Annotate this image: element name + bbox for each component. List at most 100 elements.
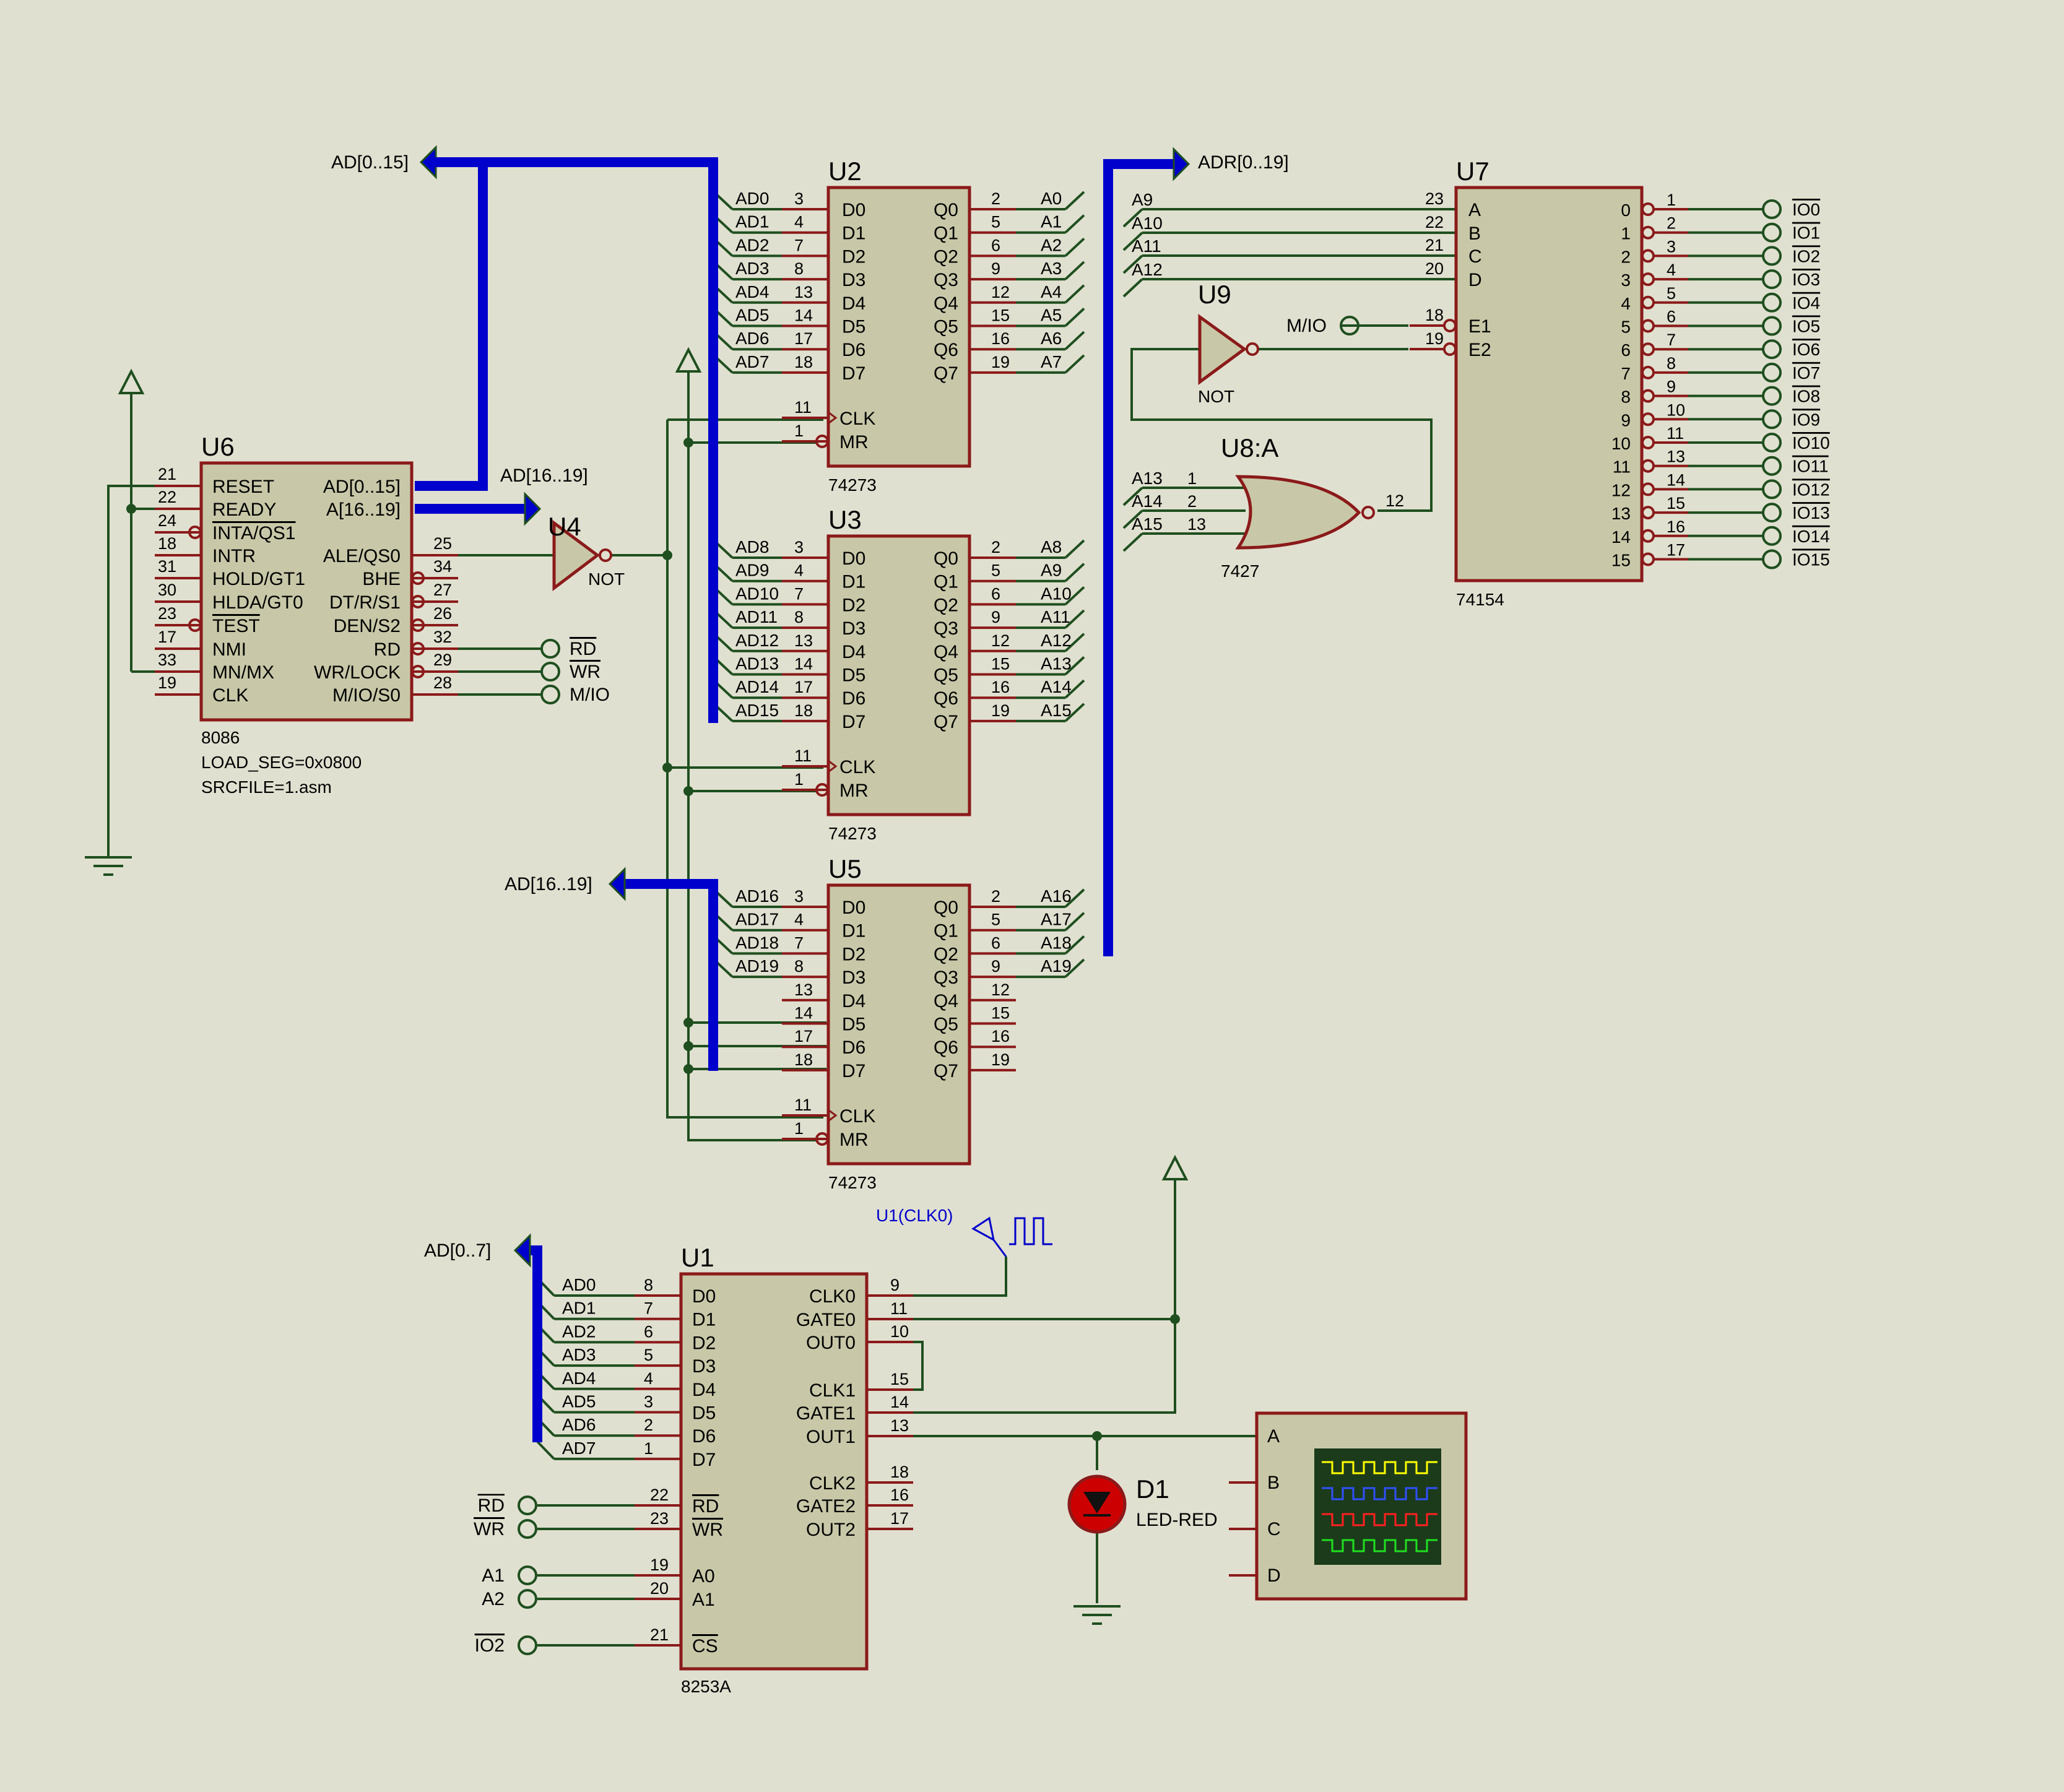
terminal-rd-icon[interactable] (540, 639, 560, 659)
u1-part: 8253A (681, 1677, 731, 1696)
terminal-io-icon[interactable] (1762, 456, 1782, 476)
scope-channel-label: D (1267, 1565, 1281, 1586)
gate-vcc-wire (913, 1179, 1176, 1414)
terminal-mio-icon[interactable] (1340, 316, 1359, 335)
pin-name: 14 (1611, 527, 1631, 547)
terminal-rd-icon[interactable] (518, 1495, 537, 1515)
terminal-io-icon[interactable] (1762, 386, 1782, 406)
pin-number: 3 (644, 1393, 653, 1411)
terminal-label: RD (570, 639, 596, 659)
pin-number: 4 (794, 213, 804, 232)
pin-name: Q6 (934, 1037, 958, 1058)
pin-name: RD (374, 639, 401, 660)
inversion-bubble (1641, 249, 1655, 263)
scope-screen (1314, 1448, 1441, 1565)
pin-name: Q1 (934, 921, 958, 941)
net-label: AD3 (562, 1345, 596, 1364)
bus-ad16-19 (619, 879, 718, 1071)
pin-number: 18 (794, 353, 813, 371)
pin-name: 0 (1621, 201, 1631, 220)
pin-number: 20 (650, 1579, 669, 1598)
bus-entry (1064, 586, 1085, 605)
net-label: A12 (1041, 631, 1072, 650)
pin-number: 23 (158, 604, 176, 623)
net-label: A10 (1132, 214, 1163, 233)
terminal-io-icon[interactable] (1762, 503, 1782, 523)
pin-name: OUT2 (806, 1520, 856, 1540)
net-label: AD7 (735, 352, 769, 371)
u6-8086-body[interactable] (199, 461, 414, 722)
pin-number: 31 (158, 557, 176, 576)
pin-number: 18 (794, 1050, 813, 1069)
pin-name: 13 (1611, 504, 1631, 523)
terminal-io-icon[interactable] (1762, 526, 1782, 546)
pin-name: CLK (839, 1106, 875, 1127)
pin-number: 21 (158, 465, 176, 483)
pin-name: D0 (842, 548, 865, 569)
terminal-io2-icon[interactable] (518, 1635, 537, 1655)
bus-entry (1064, 563, 1085, 582)
pin-number: 34 (433, 557, 452, 576)
pin-name: TEST (212, 616, 260, 636)
terminal-io-icon[interactable] (1762, 409, 1782, 430)
terminal-label: IO8 (1792, 387, 1820, 406)
pin-name: D1 (692, 1310, 716, 1330)
latch-u5-body[interactable] (826, 883, 971, 1166)
terminal-io-icon[interactable] (1762, 269, 1782, 290)
terminal-io-icon[interactable] (1762, 339, 1782, 360)
pin-name: ALE/QS0 (323, 546, 401, 566)
u8-nor-gate[interactable] (1235, 475, 1361, 550)
terminal-io-icon[interactable] (1762, 433, 1782, 452)
terminal-io-icon[interactable] (1762, 246, 1782, 266)
u7-74154-body[interactable] (1454, 186, 1644, 582)
u9-ref: U9 (1198, 280, 1231, 309)
u1-8253-body[interactable] (679, 1272, 869, 1671)
bus-entry (1064, 656, 1085, 675)
terminal-a2-icon[interactable] (518, 1589, 537, 1609)
terminal-io-icon[interactable] (1762, 222, 1782, 243)
pin-number: 22 (1425, 213, 1444, 232)
terminal-io-icon[interactable] (1762, 479, 1782, 500)
bus-label: AD[16..19] (500, 465, 588, 486)
terminal-wr-icon[interactable] (540, 662, 560, 682)
pin-number: 26 (433, 604, 452, 623)
terminal-io-icon[interactable] (1762, 199, 1782, 219)
latch-u3-body[interactable] (826, 534, 971, 816)
pin-number: 30 (158, 581, 176, 599)
pin-name: Q5 (934, 665, 958, 686)
terminal-label: WR (570, 662, 601, 682)
pin-name: DT/R/S1 (329, 592, 401, 613)
terminal-a1-icon[interactable] (518, 1565, 537, 1585)
net-label: AD5 (735, 306, 769, 325)
latch-u2-body[interactable] (826, 186, 971, 468)
pin-number: 22 (650, 1486, 669, 1504)
junction-dot (683, 438, 693, 448)
pin-number: 1 (644, 1439, 653, 1458)
bus-entry (1064, 679, 1085, 699)
terminal-io-icon[interactable] (1762, 362, 1782, 383)
u4-not-gate[interactable] (552, 520, 601, 592)
pin-number: 19 (650, 1556, 669, 1574)
pin-number: 3 (794, 189, 804, 208)
terminal-io-icon[interactable] (1762, 292, 1782, 313)
pin-number: 1 (794, 422, 804, 440)
net-label: AD1 (735, 212, 769, 232)
pin-number: 11 (794, 747, 812, 765)
pin-number: 14 (1667, 470, 1685, 489)
pin-number: 7 (1667, 331, 1676, 349)
pin-number: 5 (644, 1346, 653, 1364)
net-label: AD1 (562, 1299, 596, 1318)
pin-number: 19 (991, 1050, 1010, 1069)
terminal-mio-icon[interactable] (540, 685, 560, 704)
pin-name: Q3 (934, 618, 958, 639)
inversion-bubble (188, 526, 202, 539)
bus-label: AD[0..15] (331, 152, 409, 173)
u6-prop: SRCFILE=1.asm (201, 777, 332, 797)
terminal-io-icon[interactable] (1762, 316, 1782, 336)
terminal-wr-icon[interactable] (518, 1519, 537, 1539)
latch-ref: U5 (828, 854, 862, 883)
pin-number: 19 (158, 673, 176, 692)
terminal-io-icon[interactable] (1762, 549, 1782, 569)
pin-name: D7 (842, 363, 865, 384)
u9-not-gate[interactable] (1198, 314, 1247, 385)
